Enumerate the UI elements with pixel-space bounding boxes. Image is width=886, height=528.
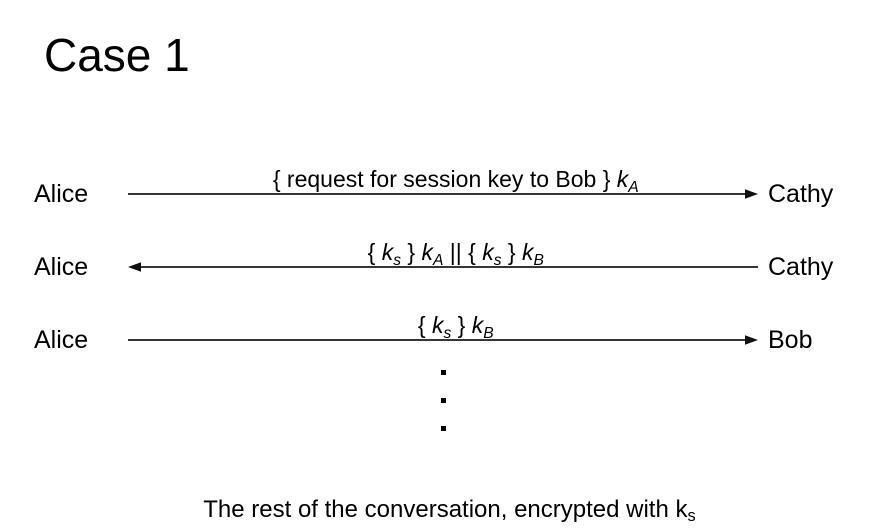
row-2-key-symbol-2: k [522,239,534,266]
ellipsis-dot [440,370,446,375]
footer-key-symbol: k [675,495,688,523]
row-2-message-label: { ks } kA || { ks } kB [128,213,758,292]
row-2-session-key-subscript-1: s [393,251,402,269]
row-1-left-endpoint: Alice [34,180,89,208]
vertical-ellipsis [0,370,886,431]
row-3-key-symbol: k [471,312,484,339]
footer-key-subscript: s [687,506,696,525]
row-2-session-key-2: k [482,239,494,266]
row-2-arrow-left-icon [128,260,758,274]
row-3-close-brace: } [451,312,472,339]
row-3-session-key: k [431,312,444,339]
protocol-row: Alice { ks } kB Bob [0,286,886,354]
row-1-key-symbol: k [616,166,629,193]
row-1-message-text: { request for session key to Bob } [272,166,617,193]
row-2-session-key-1: k [381,239,394,266]
row-2-open-brace-2: { [468,239,483,266]
row-1-arrow-right-icon [128,187,758,201]
row-3-key-subscript: B [483,324,494,342]
row-2-open-brace-1: { [367,239,382,266]
row-1-message-label: { request for session key to Bob } kA [128,140,758,219]
row-2-close-brace-2: } [501,239,522,266]
row-2-key-subscript-2: B [533,251,544,269]
row-2-session-key-subscript-2: s [493,251,502,269]
row-3-right-endpoint: Bob [768,326,813,354]
ellipsis-dot [440,398,446,403]
row-2-key-symbol-1: k [421,239,433,266]
row-1-key-subscript: A [628,178,639,196]
row-3-open-brace: { [417,312,432,339]
row-2-right-endpoint: Cathy [768,253,834,281]
row-2-key-subscript-1: A [432,251,444,269]
row-2-close-brace-1: } [401,239,422,266]
footer-caption-text: The rest of the conversation, encrypted … [203,495,676,523]
protocol-row: Alice { request for session key to Bob }… [0,140,886,208]
row-3-message-label: { ks } kB [128,286,758,365]
row-1-right-endpoint: Cathy [768,180,834,208]
row-3-session-key-subscript: s [443,324,452,342]
page-title: Case 1 [44,29,190,81]
protocol-row: Alice { ks } kA || { ks } kB Cathy [0,213,886,281]
row-2-left-endpoint: Alice [34,253,89,281]
row-2-concat-separator: || [443,239,469,266]
row-3-arrow-right-icon [128,333,758,347]
footer-caption: The rest of the conversation, encrypted … [0,468,886,525]
ellipsis-dot [440,426,446,431]
row-3-left-endpoint: Alice [34,326,89,354]
